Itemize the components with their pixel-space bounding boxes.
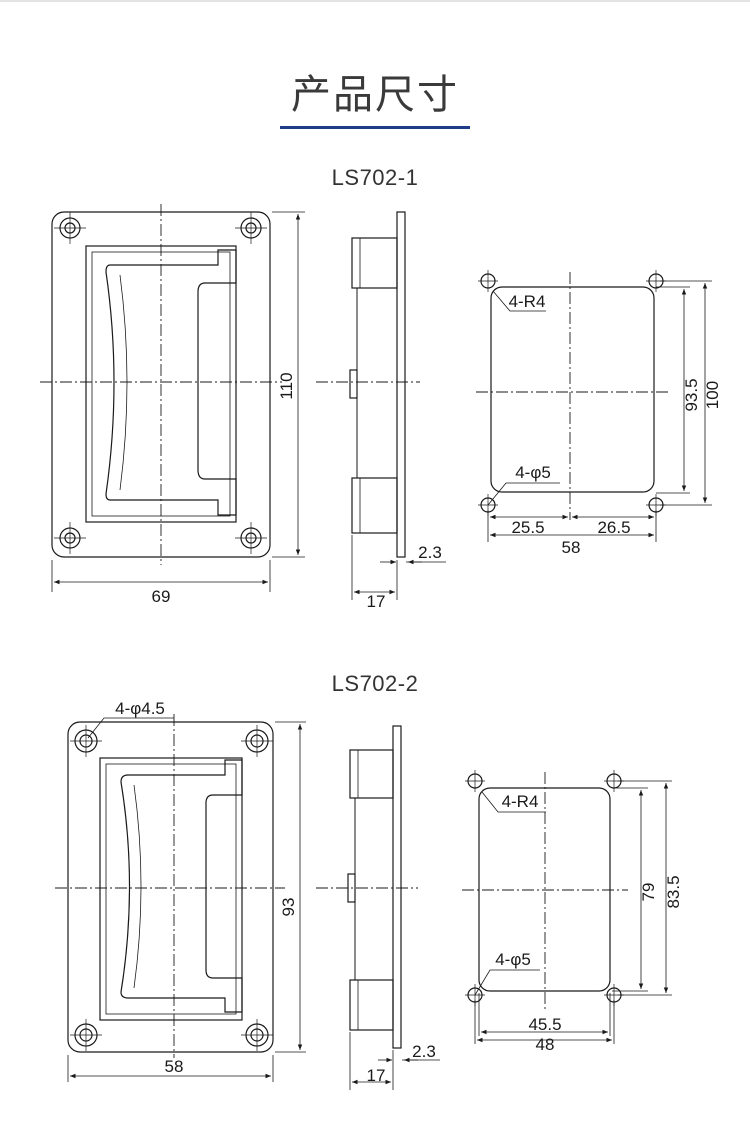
cutout-width-dim-1: 58 — [562, 538, 581, 557]
side-flange-dim-2: 2.3 — [412, 1042, 436, 1061]
ls702-1-front-view — [40, 204, 305, 592]
front-height-dim-2: 93 — [279, 898, 298, 917]
mount-hole-icon — [241, 1019, 273, 1051]
ls702-2-side-view — [316, 725, 440, 1090]
cutout-inner-width-dim-2: 45.5 — [528, 1015, 561, 1034]
mount-hole-icon — [235, 522, 267, 554]
cutout-inner-height-dim-2: 79 — [639, 883, 658, 902]
cutout-holes-label-1: 4-φ5 — [515, 463, 551, 482]
side-depth-dim-1: 17 — [367, 592, 386, 611]
top-divider — [0, 0, 750, 2]
page-title: 产品尺寸 — [291, 73, 459, 117]
cutout-hole-icon — [478, 270, 498, 292]
cutout-corner-label-2: 4-R4 — [502, 792, 539, 811]
model-label-2: LS702-2 — [331, 671, 419, 696]
mount-hole-icon — [235, 212, 267, 244]
cutout-left-dim-1: 25.5 — [511, 518, 544, 537]
ls702-2-front-view — [55, 714, 306, 1082]
ls702-1-side-view — [316, 211, 446, 600]
mount-hole-icon — [70, 725, 102, 757]
ls702-2-cutout-view — [462, 770, 672, 1044]
cutout-outer-height-dim-2: 83.5 — [664, 875, 683, 908]
front-holes-label-2: 4-φ4.5 — [115, 699, 165, 718]
cutout-outer-height-dim-1: 100 — [703, 381, 722, 409]
side-depth-dim-2: 17 — [367, 1066, 386, 1085]
front-width-dim-1: 69 — [152, 587, 171, 606]
model-label-1: LS702-1 — [331, 165, 419, 190]
front-height-dim-1: 110 — [277, 372, 296, 399]
mount-hole-icon — [54, 212, 86, 244]
mount-hole-icon — [241, 725, 273, 757]
ls702-1-cutout-view — [476, 270, 712, 542]
side-flange-dim-1: 2.3 — [418, 543, 442, 562]
mount-hole-icon — [54, 522, 86, 554]
cutout-corner-label-1: 4-R4 — [509, 292, 546, 311]
cutout-right-dim-1: 26.5 — [597, 518, 630, 537]
cutout-width-dim-2: 48 — [536, 1035, 555, 1054]
cutout-holes-label-2: 4-φ5 — [495, 950, 531, 969]
mount-hole-icon — [70, 1019, 102, 1051]
front-width-dim-2: 58 — [165, 1057, 184, 1076]
cutout-hole-icon — [465, 770, 485, 792]
cutout-inner-height-dim-1: 93.5 — [682, 378, 701, 411]
title-underline — [280, 126, 470, 129]
